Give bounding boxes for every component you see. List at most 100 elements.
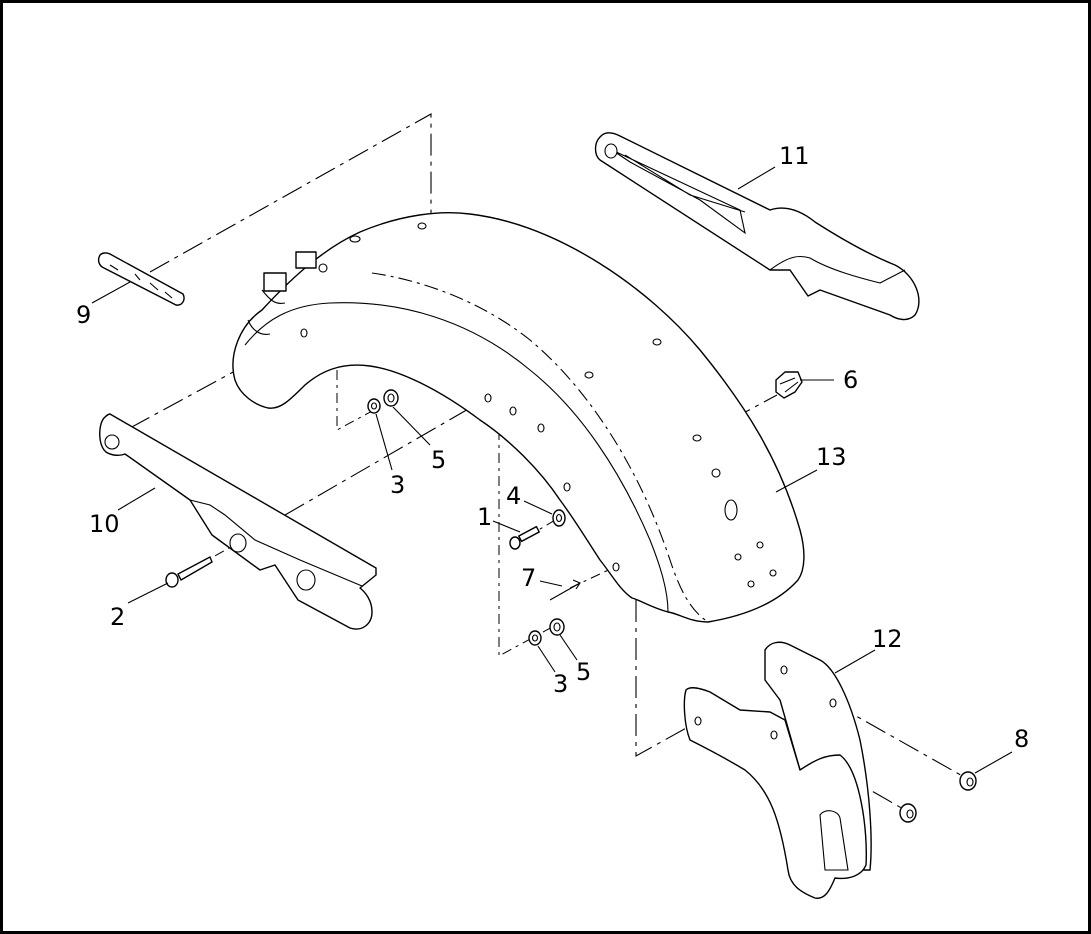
- bolt-1-shank: [518, 525, 540, 543]
- leader-13: [775, 469, 818, 493]
- fender-hole: [537, 423, 545, 433]
- bolt-1-head: [509, 536, 521, 550]
- callout-leaders: [91, 166, 1013, 774]
- assembly-line-8-upper: [832, 702, 967, 779]
- leader-7: [539, 580, 563, 587]
- fender-hole: [747, 580, 755, 588]
- fender-hole: [711, 468, 721, 478]
- washer-4-hole: [555, 513, 563, 523]
- fender-hole: [318, 263, 328, 273]
- bolt-1: [509, 525, 540, 550]
- callout-11: 11: [779, 142, 810, 170]
- leader-11: [737, 166, 776, 190]
- fender-hole: [756, 541, 764, 549]
- leader-2: [127, 582, 169, 604]
- fender-hole: [652, 338, 662, 346]
- assembly-line-3-5-upper: [336, 370, 375, 431]
- nut-8-upper-hole: [966, 777, 974, 787]
- washer-3-upper-hole: [370, 402, 378, 410]
- fender-front-lip: [247, 289, 286, 335]
- assembly-line-10-lower: [284, 396, 490, 516]
- nut-8-lower-hole: [906, 809, 914, 819]
- fender-bracket-block: [263, 272, 287, 292]
- assembly-line-9: [149, 113, 432, 356]
- screw-2-head: [165, 572, 179, 588]
- support-cover-right: [594, 132, 920, 321]
- fender-hole: [612, 562, 620, 572]
- leader-4: [523, 500, 553, 515]
- fender-hole: [484, 393, 492, 403]
- assembly-line-12: [635, 600, 698, 757]
- callout-10: 10: [89, 510, 120, 538]
- support-cover-edge: [769, 255, 906, 284]
- callout-8: 8: [1014, 725, 1029, 753]
- pin-7: [549, 579, 581, 601]
- lower-bracket-hole: [829, 698, 837, 708]
- callout-6: 6: [843, 366, 858, 394]
- rear-fender: [232, 212, 805, 623]
- lower-bracket-front: [683, 687, 867, 899]
- leader-8: [974, 751, 1013, 774]
- callout-labels: 1 2 3 3 4 5 5 6 7 8 9 10 11 12 13: [76, 142, 1029, 753]
- leader-3-upper: [375, 413, 393, 471]
- leader-3-lower: [537, 645, 556, 673]
- support-bracket-crease: [189, 499, 363, 587]
- leader-9: [91, 281, 131, 304]
- fender-hole-large: [724, 499, 738, 521]
- leader-10: [117, 487, 156, 511]
- trim-strip-detail: [109, 264, 173, 299]
- leader-12: [834, 649, 876, 674]
- hardware: [165, 371, 977, 823]
- support-cover-hole: [604, 143, 618, 159]
- assembly-line-8-lower: [773, 734, 906, 811]
- fender-hole: [509, 406, 517, 416]
- support-cover-ridge: [611, 149, 746, 235]
- fender-hole: [692, 434, 702, 442]
- fender-bracket-tab: [295, 251, 317, 269]
- fender-hole: [769, 569, 777, 577]
- lower-bracket-hole: [780, 665, 788, 675]
- callout-5-lower: 5: [576, 658, 591, 686]
- trim-strip: [97, 252, 185, 306]
- support-cover-body: [594, 132, 920, 321]
- fender-hole: [584, 371, 594, 379]
- callout-3-lower: 3: [553, 670, 568, 698]
- support-bracket-left: [99, 413, 377, 630]
- fender-hole: [300, 328, 308, 338]
- callout-4: 4: [506, 482, 521, 510]
- clip-nut: [775, 371, 803, 399]
- callout-7: 7: [521, 564, 536, 592]
- callout-5-upper: 5: [431, 446, 446, 474]
- leader-5-upper: [392, 406, 431, 446]
- lower-bracket-hole: [770, 730, 778, 740]
- washer-3-lower-hole: [531, 634, 539, 642]
- lower-bracket-hole: [694, 716, 702, 726]
- fender-body: [232, 212, 805, 623]
- clip-nut-detail: [779, 377, 799, 393]
- fender-hole: [734, 553, 742, 561]
- callout-2: 2: [110, 603, 125, 631]
- screw-2: [165, 556, 213, 588]
- fender-hole: [417, 222, 427, 230]
- fender-crown-line: [371, 272, 709, 623]
- fender-hole: [563, 482, 571, 492]
- screw-2-shank: [177, 556, 213, 581]
- support-bracket-hole-mid: [229, 533, 247, 553]
- callout-3-upper: 3: [390, 471, 405, 499]
- callout-13: 13: [816, 443, 847, 471]
- support-bracket-hole-front: [104, 434, 120, 450]
- lower-bracket-12: [683, 641, 872, 899]
- trim-strip-body: [97, 252, 185, 306]
- support-bracket-hole-rear: [296, 569, 316, 591]
- leader-1: [492, 520, 521, 533]
- fender-inner-edge: [244, 302, 669, 613]
- nut-5-upper-hole: [387, 393, 395, 403]
- callout-1: 1: [477, 503, 492, 531]
- lower-bracket-slot: [819, 810, 849, 871]
- callout-12: 12: [872, 625, 903, 653]
- fender-hole: [349, 235, 361, 243]
- callout-9: 9: [76, 301, 91, 329]
- leader-5-lower: [559, 634, 578, 661]
- nut-5-lower-hole: [553, 622, 561, 632]
